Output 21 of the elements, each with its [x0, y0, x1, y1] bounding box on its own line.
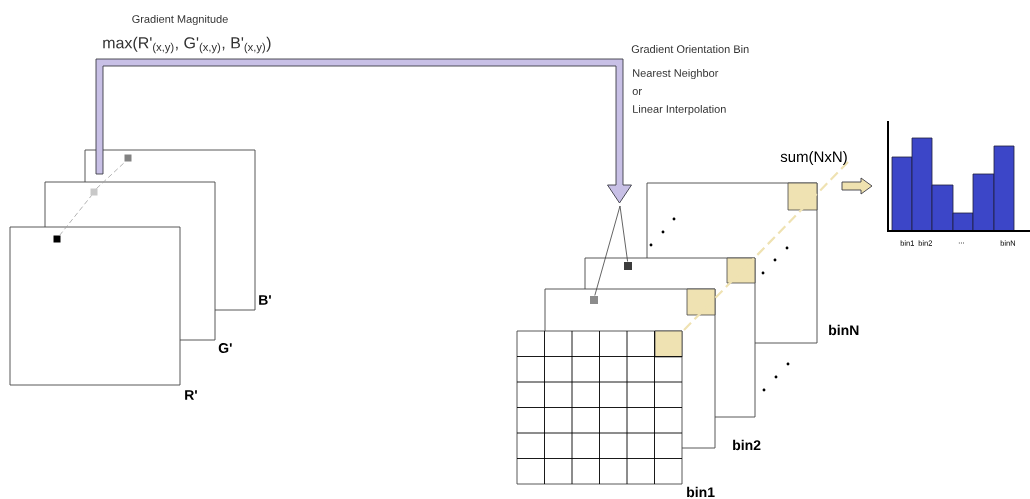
block-arrow	[841, 177, 873, 195]
heading: Gradient Magnitude	[132, 14, 228, 26]
layer-label: binN	[829, 324, 859, 336]
dashed-line	[59, 195, 92, 236]
note-text: Nearest Neighbor	[633, 68, 719, 80]
edge-label: sum(NxN)	[780, 151, 847, 165]
pixel-square	[590, 296, 598, 304]
note-text: Linear Interpolation	[633, 104, 726, 116]
layer-label: G'	[218, 343, 232, 353]
layer-label: R'	[185, 390, 197, 400]
pixel-square	[624, 262, 632, 270]
connector-line	[619, 205, 628, 262]
block-arrow	[95, 58, 632, 204]
layer-label: B'	[259, 295, 271, 305]
note-text: or	[632, 89, 642, 95]
layer-label: bin1	[687, 486, 715, 498]
connector-line	[594, 205, 621, 296]
dashed-line	[96, 161, 126, 189]
formula-text: max(R'$_{(x,y)}$, G'$_{(x,y)}$, B'$_{(x,y)}$)	[103, 36, 271, 54]
heading: Gradient Orientation Bin	[631, 44, 749, 54]
layer-label: bin2	[733, 439, 761, 451]
